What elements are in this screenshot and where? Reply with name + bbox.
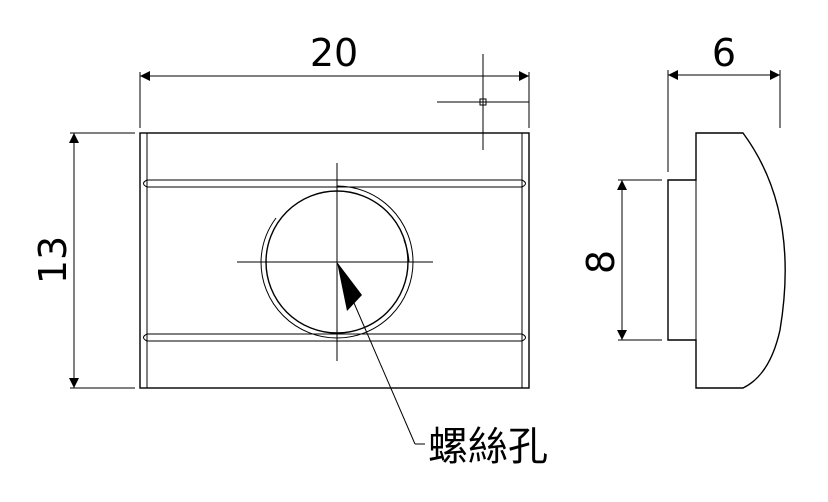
thread-arc-outer <box>260 185 414 339</box>
slot-dimension-text: 8 <box>579 250 623 274</box>
datum-mark-box <box>479 98 487 106</box>
height-dimension: 13 <box>31 132 135 389</box>
side-view-outline <box>667 132 786 389</box>
thickness-dimension: 6 <box>667 31 781 172</box>
leader-arrowhead <box>337 262 362 311</box>
width-dimension-text: 20 <box>310 31 358 75</box>
height-dimension-text: 13 <box>31 236 75 284</box>
width-dimension: 20 <box>139 31 530 150</box>
upper-groove <box>143 179 526 188</box>
front-view <box>139 132 530 389</box>
screw-hole-label: 螺絲孔 <box>428 424 548 470</box>
thread-arc-gap <box>260 217 277 263</box>
front-view-outline <box>139 132 530 389</box>
screw-hole-callout: 螺絲孔 <box>337 262 548 470</box>
lower-groove <box>143 333 526 342</box>
slot-dimension: 8 <box>579 179 662 341</box>
leader-line <box>353 302 416 445</box>
thickness-dimension-text: 6 <box>712 31 736 75</box>
side-view <box>667 132 786 389</box>
